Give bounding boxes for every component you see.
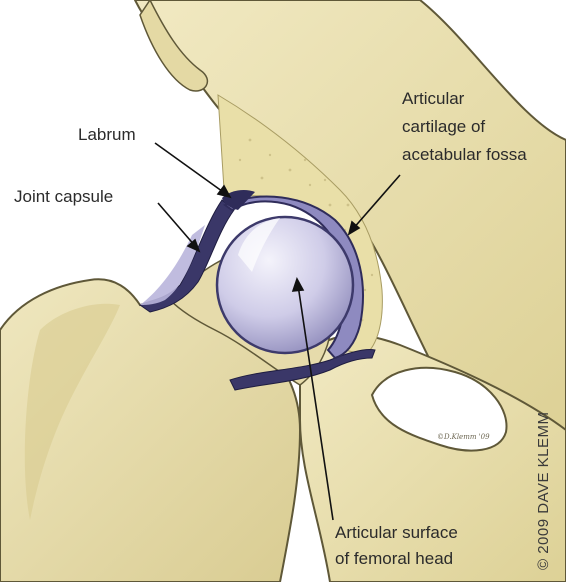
- label-line: of femoral head: [335, 546, 458, 572]
- label-line: acetabular fossa: [402, 141, 527, 169]
- label-articular-cartilage-acetabular-fossa: Articular cartilage of acetabular fossa: [402, 85, 527, 169]
- artist-signature: ©D.Klemm '09: [437, 433, 490, 441]
- labrum-leader: [155, 143, 226, 194]
- femoral-head: [217, 217, 353, 353]
- joint-capsule-leader: [158, 203, 196, 247]
- label-line: Articular surface: [335, 520, 458, 546]
- label-labrum: Labrum: [78, 124, 136, 146]
- copyright-notice: © 2009 DAVE KLEMM: [535, 412, 552, 571]
- label-line: Articular: [402, 85, 527, 113]
- label-joint-capsule: Joint capsule: [14, 186, 113, 208]
- label-articular-surface-femoral-head: Articular surface of femoral head: [335, 520, 458, 572]
- label-line: cartilage of: [402, 113, 527, 141]
